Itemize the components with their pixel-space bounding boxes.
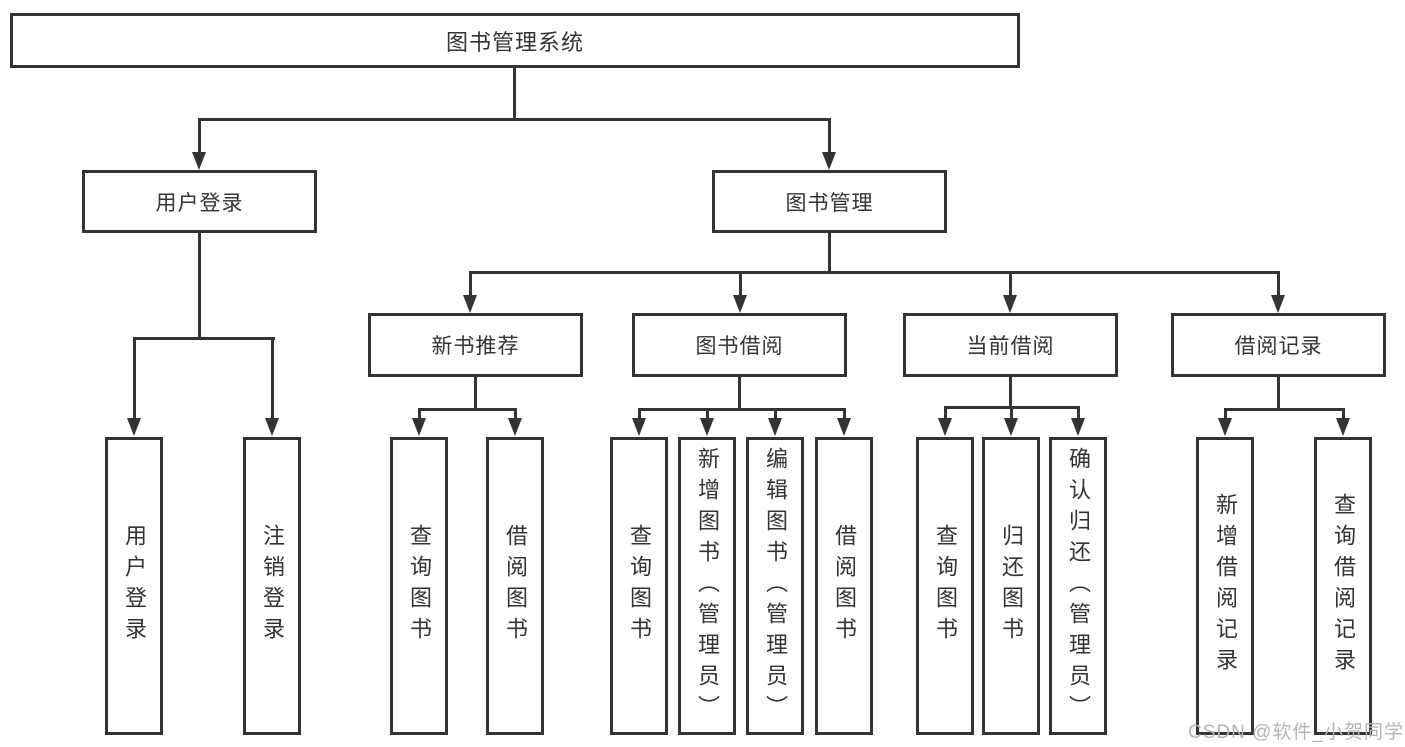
- leaf-edit-book-admin-label: 编辑图书（管理员）: [763, 446, 788, 726]
- leaf-query-borrow-record-label: 查询借阅记录: [1331, 493, 1356, 679]
- leaf-query-borrow-record: 查询借阅记录: [1314, 437, 1372, 735]
- leaf-return-books-label: 归还图书: [999, 524, 1024, 648]
- arrow-down-icon: [1336, 418, 1350, 436]
- leaf-logout: 注销登录: [243, 437, 301, 735]
- arrow-down-icon: [127, 418, 141, 436]
- connector-line: [1077, 409, 1080, 418]
- leaf-query-books-current: 查询图书: [916, 437, 974, 735]
- leaf-add-borrow-record: 新增借阅记录: [1196, 437, 1254, 735]
- leaf-confirm-return-admin: 确认归还（管理员）: [1049, 437, 1107, 735]
- arrow-down-icon: [265, 418, 279, 436]
- connector-line: [828, 233, 831, 271]
- connector-line: [944, 406, 1080, 409]
- leaf-return-books: 归还图书: [982, 437, 1040, 735]
- node-book-borrowing: 图书借阅: [632, 313, 847, 377]
- connector-line: [1009, 274, 1012, 295]
- leaf-borrow-books-recommend: 借阅图书: [486, 437, 544, 735]
- leaf-borrow-books-borrowing: 借阅图书: [815, 437, 873, 735]
- connector-line: [474, 377, 477, 408]
- connector-line: [133, 337, 275, 340]
- connector-line: [843, 411, 846, 420]
- connector-line: [738, 377, 741, 408]
- node-borrowing-records-label: 借阅记录: [1234, 335, 1323, 358]
- arrow-down-icon: [938, 418, 952, 436]
- arrow-down-icon: [632, 418, 646, 436]
- connector-line: [739, 274, 742, 295]
- connector-line: [774, 411, 777, 420]
- watermark: CSDN @软件_小贺同学: [1188, 722, 1404, 743]
- leaf-confirm-return-admin-label: 确认归还（管理员）: [1066, 446, 1091, 726]
- leaf-user-login-label: 用户登录: [122, 524, 147, 648]
- connector-line: [706, 411, 709, 420]
- connector-line: [1009, 377, 1012, 406]
- arrow-down-icon: [822, 152, 836, 170]
- leaf-query-books-borrowing-label: 查询图书: [627, 524, 652, 648]
- node-book-management-label: 图书管理: [785, 191, 874, 215]
- connector-line: [469, 274, 472, 295]
- connector-line: [271, 340, 274, 418]
- leaf-logout-label: 注销登录: [260, 524, 285, 648]
- connector-line: [198, 121, 201, 152]
- leaf-add-book-admin-label: 新增图书（管理员）: [695, 446, 720, 726]
- leaf-query-books-current-label: 查询图书: [933, 524, 958, 648]
- connector-line: [1224, 408, 1345, 411]
- arrow-down-icon: [733, 295, 747, 313]
- connector-line: [1342, 411, 1345, 420]
- node-new-book-recommend: 新书推荐: [368, 313, 583, 377]
- node-borrowing-records: 借阅记录: [1171, 313, 1386, 377]
- node-user-login: 用户登录: [82, 170, 317, 233]
- arrow-down-icon: [837, 418, 851, 436]
- connector-line: [1224, 411, 1227, 420]
- connector-line: [1010, 409, 1013, 418]
- leaf-user-login: 用户登录: [105, 437, 163, 735]
- arrow-down-icon: [768, 418, 782, 436]
- arrow-down-icon: [412, 418, 426, 436]
- connector-line: [418, 411, 421, 420]
- connector-line: [418, 408, 517, 411]
- connector-line: [638, 408, 846, 411]
- arrow-down-icon: [700, 418, 714, 436]
- leaf-edit-book-admin: 编辑图书（管理员）: [746, 437, 804, 735]
- arrow-down-icon: [1004, 418, 1018, 436]
- node-library-management-system-label: 图书管理系统: [445, 29, 584, 55]
- connector-line: [1277, 274, 1280, 295]
- arrow-down-icon: [508, 418, 522, 436]
- arrow-down-icon: [1003, 295, 1017, 313]
- connector-line: [198, 233, 201, 337]
- leaf-query-books-borrowing: 查询图书: [610, 437, 668, 735]
- arrow-down-icon: [1271, 295, 1285, 313]
- leaf-add-book-admin: 新增图书（管理员）: [678, 437, 736, 735]
- node-book-management: 图书管理: [712, 170, 947, 233]
- connector-line: [638, 411, 641, 420]
- connector-line: [198, 118, 831, 121]
- connector-line: [469, 271, 1280, 274]
- connector-line: [944, 409, 947, 418]
- arrow-down-icon: [1071, 418, 1085, 436]
- arrow-down-icon: [463, 295, 477, 313]
- leaf-borrow-books-recommend-label: 借阅图书: [503, 524, 528, 648]
- leaf-query-books-recommend: 查询图书: [390, 437, 448, 735]
- node-current-borrowing-label: 当前借阅: [966, 335, 1055, 358]
- connector-line: [1277, 377, 1280, 408]
- connector-line: [514, 411, 517, 420]
- leaf-add-borrow-record-label: 新增借阅记录: [1213, 493, 1238, 679]
- node-user-login-label: 用户登录: [155, 191, 244, 215]
- node-book-borrowing-label: 图书借阅: [695, 335, 784, 358]
- arrow-down-icon: [1218, 418, 1232, 436]
- node-current-borrowing: 当前借阅: [903, 313, 1118, 377]
- connector-line: [133, 340, 136, 418]
- leaf-borrow-books-borrowing-label: 借阅图书: [832, 524, 857, 648]
- node-library-management-system: 图书管理系统: [10, 13, 1020, 68]
- connector-line: [513, 68, 516, 118]
- connector-line: [828, 121, 831, 152]
- arrow-down-icon: [192, 152, 206, 170]
- leaf-query-books-recommend-label: 查询图书: [407, 524, 432, 648]
- node-new-book-recommend-label: 新书推荐: [431, 335, 520, 358]
